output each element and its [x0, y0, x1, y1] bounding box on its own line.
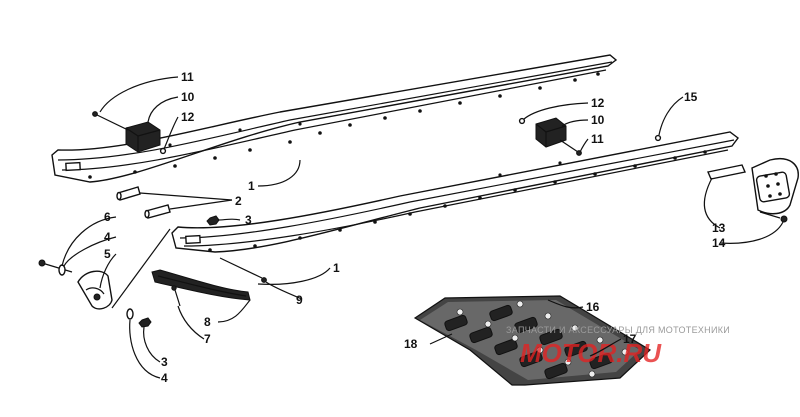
spacers — [116, 186, 171, 219]
washer-4-lower — [126, 308, 134, 320]
callout-6: 6 — [104, 210, 111, 224]
callout-16: 16 — [586, 300, 600, 314]
callout-3: 3 — [245, 213, 252, 227]
callout-14: 14 — [712, 236, 726, 250]
callout-3: 3 — [161, 355, 168, 369]
watermark: ЗАПЧАСТИ И АКСЕССУАРЫ ДЛЯ МОТОТЕХНИКИ MO… — [506, 325, 730, 368]
callout-8: 8 — [204, 315, 211, 329]
callout-12: 12 — [181, 110, 195, 124]
callout-15: 15 — [684, 90, 698, 104]
callout-10: 10 — [181, 90, 195, 104]
callout-4: 4 — [104, 230, 111, 244]
watermark-brand: MOTOR.RU — [520, 338, 662, 368]
rail-bolt-9 — [219, 257, 267, 283]
callout-18: 18 — [404, 337, 418, 351]
callout-4: 4 — [161, 371, 168, 385]
callout-9: 9 — [296, 293, 303, 307]
upper-mount-block — [92, 111, 167, 155]
wear-strip — [151, 269, 251, 301]
callout-labels: 11 10 12 12 10 11 15 1 2 3 6 4 5 1 9 13 … — [104, 70, 726, 385]
rear-plate — [654, 134, 799, 223]
lower-slide-rail — [171, 131, 739, 253]
upper-slide-rail — [51, 54, 618, 183]
callout-11: 11 — [591, 132, 604, 146]
callout-17: 17 — [623, 332, 637, 346]
watermark-tagline: ЗАПЧАСТИ И АКСЕССУАРЫ ДЛЯ МОТОТЕХНИКИ — [506, 325, 730, 335]
callout-1: 1 — [333, 261, 340, 275]
track-section — [413, 295, 651, 386]
nut-3-lower — [138, 317, 152, 328]
callout-2: 2 — [235, 194, 242, 208]
callout-12: 12 — [591, 96, 605, 110]
callout-1: 1 — [248, 179, 255, 193]
callout-10: 10 — [591, 113, 605, 127]
leader-lines — [61, 76, 784, 379]
nut-3-upper — [206, 215, 220, 226]
callout-11: 11 — [181, 70, 194, 84]
front-bracket — [38, 259, 113, 310]
lower-mount-block — [518, 117, 582, 156]
callout-5: 5 — [104, 247, 111, 261]
callout-7: 7 — [204, 332, 211, 346]
screw-7 — [171, 285, 181, 307]
callout-13: 13 — [712, 221, 726, 235]
